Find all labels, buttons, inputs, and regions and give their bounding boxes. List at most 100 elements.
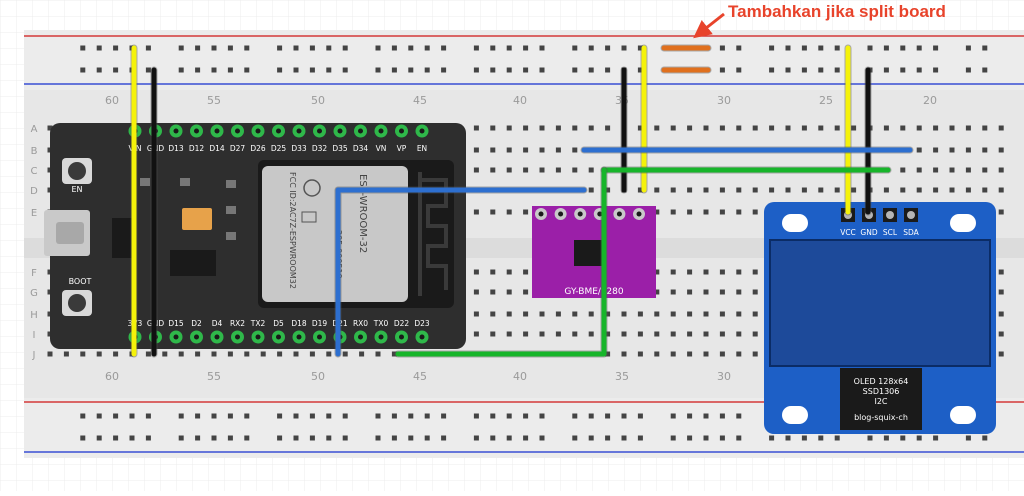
rail-hole (703, 435, 709, 441)
breadboard-hole (539, 167, 545, 173)
breadboard-hole (719, 311, 725, 317)
breadboard-hole (703, 269, 709, 275)
breadboard-hole (654, 209, 660, 215)
breadboard-hole (949, 167, 955, 173)
breadboard-hole (670, 269, 676, 275)
regulator-component (170, 250, 216, 276)
breadboard-hole (916, 147, 922, 153)
esp32-pin-label: RX2 (230, 319, 245, 328)
rail-hole (719, 435, 725, 441)
en-button-cap[interactable] (68, 162, 86, 180)
bme280-pin-hole (616, 211, 622, 217)
breadboard-hole (785, 187, 791, 193)
breadboard-top-rail (24, 30, 1024, 90)
breadboard-hole (391, 351, 397, 357)
esp32-pin-label: VN (376, 144, 387, 153)
rail-hole (621, 435, 627, 441)
rail-hole (326, 413, 332, 419)
en-button-label: EN (71, 185, 82, 194)
row-letter: J (32, 350, 36, 361)
rail-hole (572, 67, 578, 73)
breadboard-hole (539, 125, 545, 131)
breadboard-hole (670, 209, 676, 215)
rail-hole (441, 435, 447, 441)
rail-hole (539, 413, 545, 419)
oled-pin-hole (886, 211, 894, 219)
rail-hole (523, 435, 529, 441)
esp32-pin-hole (214, 334, 220, 340)
esp32-pin-label: D4 (212, 319, 223, 328)
wroom-antenna (418, 172, 448, 296)
breadboard-hole (982, 187, 988, 193)
rail-hole (178, 67, 184, 73)
breadboard-hole (998, 289, 1004, 295)
rail-hole (818, 67, 824, 73)
breadboard-hole (818, 187, 824, 193)
rail-hole (621, 45, 627, 51)
breadboard-hole (227, 351, 233, 357)
rail-hole (391, 67, 397, 73)
module-cert-box (301, 211, 317, 223)
breadboard-hole (555, 125, 561, 131)
column-number: 60 (105, 94, 119, 107)
rail-hole (96, 413, 102, 419)
esp32-pin-label: TX2 (250, 319, 266, 328)
rail-hole (801, 45, 807, 51)
breadboard-hole (539, 311, 545, 317)
breadboard-hole (113, 351, 119, 357)
esp32-pin-hole (317, 128, 322, 134)
bme280-pin-hole (597, 211, 603, 217)
boot-button-cap[interactable] (68, 294, 86, 312)
rail-hole (293, 45, 299, 51)
breadboard-hole (506, 311, 512, 317)
breadboard-hole (916, 187, 922, 193)
bme280-pin-hole (538, 211, 544, 217)
breadboard-hole (539, 147, 545, 153)
column-number: 55 (207, 370, 221, 383)
breadboard-hole (687, 187, 693, 193)
rail-hole (145, 67, 151, 73)
breadboard-hole (933, 187, 939, 193)
breadboard-hole (473, 269, 479, 275)
oled-label-line-2: SSD1306 (863, 387, 900, 396)
breadboard-hole (801, 187, 807, 193)
smd-component-2 (226, 180, 236, 188)
breadboard-hole (490, 269, 496, 275)
esp32-pin-label: D26 (250, 144, 266, 153)
breadboard-hole (473, 331, 479, 337)
row-letter: I (33, 330, 36, 341)
column-number: 20 (923, 94, 937, 107)
esp32-pin-hole (276, 334, 281, 340)
rail-hole (408, 413, 414, 419)
breadboard-hole (473, 289, 479, 295)
rail-hole (490, 435, 496, 441)
rail-hole (736, 413, 742, 419)
esp32-pin-label: D19 (312, 319, 328, 328)
breadboard-hole (326, 351, 332, 357)
rail-hole (391, 45, 397, 51)
rail-hole (342, 413, 348, 419)
breadboard-hole (752, 289, 758, 295)
capacitor-component (182, 208, 212, 230)
rail-hole (605, 413, 611, 419)
rail-hole (244, 413, 250, 419)
esp32-pin-label: D18 (291, 319, 307, 328)
breadboard-hole (982, 167, 988, 173)
breadboard-hole (687, 331, 693, 337)
breadboard-hole (736, 289, 742, 295)
rail-hole (769, 67, 775, 73)
column-number: 50 (311, 94, 325, 107)
breadboard-hole (851, 187, 857, 193)
breadboard-hole (900, 125, 906, 131)
rail-hole (637, 435, 643, 441)
esp32-pin-label: D27 (230, 144, 246, 153)
rail-hole (375, 45, 381, 51)
breadboard-hole (555, 167, 561, 173)
oled-label-line-3: I2C (874, 397, 887, 406)
oled-credit: blog-squix-ch (854, 413, 908, 422)
breadboard-hole (588, 187, 594, 193)
rail-hole (801, 67, 807, 73)
breadboard-hole (670, 331, 676, 337)
rail-hole (293, 413, 299, 419)
breadboard-hole (670, 289, 676, 295)
